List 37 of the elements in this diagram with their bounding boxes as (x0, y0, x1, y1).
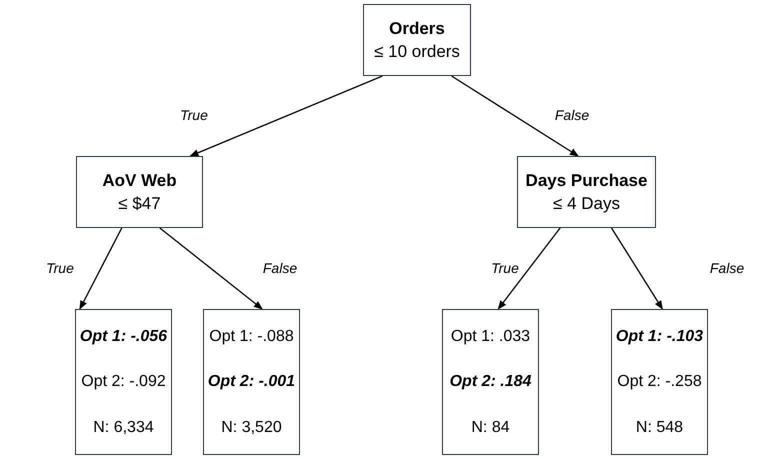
edge-label: False (260, 260, 300, 276)
edge-label: False (708, 260, 746, 276)
leaf-value: Opt 2: -.001 (208, 372, 296, 392)
decision-node-box (76, 156, 203, 228)
leaf-value: N: 6,334 (93, 418, 154, 438)
arrow (189, 75, 383, 157)
split-condition: ≤ 10 orders (374, 41, 460, 62)
split-condition: ≤ $47 (118, 193, 161, 214)
leaf-node-box (75, 309, 172, 455)
leaf-value: N: 3,520 (221, 418, 282, 438)
leaf-node-box (442, 309, 539, 455)
edge-label: True (178, 107, 210, 123)
edge-label: True (44, 260, 76, 276)
decision-node-box (363, 4, 471, 76)
leaf-value: Opt 1: -.103 (616, 327, 704, 348)
arrow (498, 228, 561, 310)
arrow (159, 227, 263, 310)
edge-label: True (489, 260, 521, 276)
decision-node-box (517, 156, 656, 228)
leaf-node-box (203, 309, 300, 455)
leaf-value: N: 548 (636, 418, 684, 438)
node-title: Days Purchase (526, 170, 648, 191)
node-title: Orders (389, 18, 445, 39)
leaf-value: Opt 2: -.258 (617, 372, 702, 392)
leaf-value: Opt 2: -.092 (81, 372, 166, 392)
leaf-node-box (611, 309, 708, 455)
leaf-value: Opt 2: .184 (450, 372, 532, 392)
edge-label: False (552, 107, 592, 123)
arrow (610, 228, 663, 310)
leaf-value: N: 84 (471, 418, 510, 438)
leaf-value: Opt 1: .033 (450, 327, 530, 348)
leaf-value: Opt 1: -.088 (209, 327, 294, 348)
leaf-value: Opt 1: -.056 (80, 327, 168, 348)
arrow (451, 75, 579, 157)
node-title: AoV Web (102, 170, 177, 191)
arrow (79, 228, 122, 310)
split-condition: ≤ 4 Days (553, 193, 620, 214)
